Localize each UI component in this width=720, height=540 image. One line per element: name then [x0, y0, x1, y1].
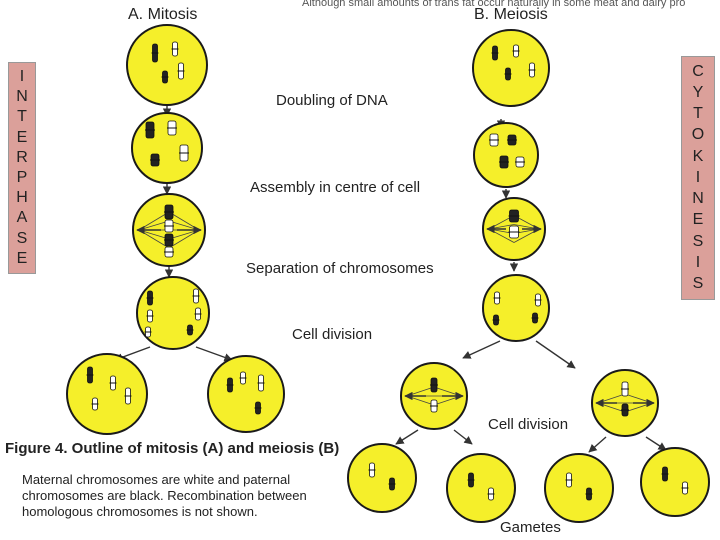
cytokinesis-letter: I: [695, 254, 701, 272]
cytokinesis-letter: I: [695, 168, 701, 186]
arrow-to-gamete-2: [453, 429, 473, 445]
cytokinesis-letter: N: [692, 190, 704, 208]
cytokinesis-letter: S: [692, 232, 704, 250]
cytokinesis-letter: K: [692, 147, 704, 165]
meiosis-cell-interphase: [472, 29, 550, 107]
arrow-to-gamete-1: [395, 429, 419, 445]
meiosis-cell-doubled: [473, 122, 539, 188]
step-cell-division-mitosis: Cell division: [292, 326, 373, 343]
interphase-letter: E: [16, 128, 28, 146]
mitosis-cell-interphase: [126, 24, 208, 106]
step-doubling-of-dna: Doubling of DNA: [276, 92, 388, 109]
cytokinesis-letter: Y: [692, 83, 704, 101]
arrow-meiosis-division-right: [535, 340, 576, 369]
step-separation-of-chromosomes: Separation of chromosomes: [246, 260, 434, 277]
cytokinesis-letter: E: [692, 211, 704, 229]
cytokinesis-letter: O: [691, 126, 705, 144]
interphase-letter: S: [16, 229, 28, 247]
figure-caption: Maternal chromosomes are white and pater…: [22, 472, 307, 519]
interphase-letter: I: [19, 68, 25, 86]
gamete-cell: [544, 453, 614, 523]
gametes-label: Gametes: [500, 519, 561, 536]
mitosis-cell-doubled: [131, 112, 203, 184]
interphase-letter: P: [16, 169, 28, 187]
gamete-cell: [347, 443, 417, 513]
meiosis-cell-anaphase: [482, 274, 550, 342]
step-assembly-in-centre: Assembly in centre of cell: [250, 179, 421, 196]
arrow-to-gamete-4: [645, 436, 667, 451]
cytokinesis-letter: S: [692, 275, 704, 293]
arrow-division-right: [195, 346, 233, 362]
step-cell-division-meiosis: Cell division: [488, 416, 569, 433]
cytokinesis-letter: T: [693, 105, 703, 123]
arrow-meiosis-division-left: [462, 340, 501, 359]
interphase-letter: A: [16, 209, 28, 227]
interphase-letter: H: [16, 189, 28, 207]
interphase-letter: N: [16, 88, 28, 106]
figure-title: Figure 4. Outline of mitosis (A) and mei…: [5, 440, 340, 457]
meiosis-title: B. Meiosis: [474, 6, 548, 23]
mitosis-title: A. Mitosis: [128, 6, 198, 23]
arrow-to-gamete-3: [588, 436, 607, 453]
mitosis-daughter-cell-left: [66, 353, 148, 435]
interphase-letter: E: [16, 249, 28, 267]
mitosis-daughter-cell-right: [207, 355, 285, 433]
interphase-letter: T: [17, 108, 27, 126]
top-note-text: Although small amounts of trans fat occu…: [302, 0, 686, 9]
interphase-letter: R: [16, 148, 28, 166]
gamete-cell: [640, 447, 710, 517]
gamete-cell: [446, 453, 516, 523]
cytokinesis-letter: C: [692, 62, 704, 80]
